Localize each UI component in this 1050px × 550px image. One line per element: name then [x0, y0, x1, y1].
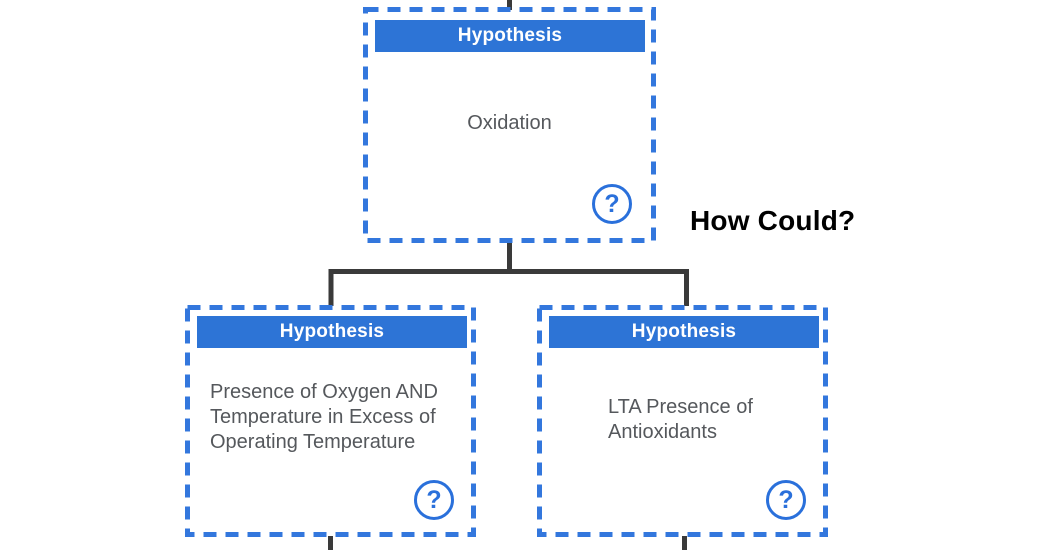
node-header: Hypothesis	[375, 20, 645, 52]
left-node-border	[185, 305, 476, 537]
help-icon[interactable]: ?	[766, 480, 806, 520]
node-body: LTA Presence of Antioxidants	[608, 395, 823, 445]
how-could-annotation: How Could?	[690, 205, 856, 236]
node-body-line: Antioxidants	[608, 421, 717, 443]
node-body-line: Oxidation	[467, 112, 552, 134]
node-body-line: Operating Temperature	[210, 431, 416, 453]
node-header-label: Hypothesis	[631, 321, 737, 342]
node-body-line: Presence of Oxygen AND	[210, 381, 438, 403]
node-header-label: Hypothesis	[457, 25, 563, 46]
branch-connector	[328, 240, 689, 306]
node-body: Presence of Oxygen AND Temperature in Ex…	[210, 380, 468, 455]
question-mark-glyph: ?	[778, 485, 794, 514]
help-icon[interactable]: ?	[414, 480, 454, 520]
node-header-label: Hypothesis	[279, 321, 385, 342]
node-body: Oxidation	[363, 111, 656, 136]
node-header: Hypothesis	[549, 316, 819, 348]
root-node-border	[363, 7, 656, 243]
node-header: Hypothesis	[197, 316, 467, 348]
node-body-line: LTA Presence of	[608, 396, 753, 418]
hypothesis-node-left[interactable]: Hypothesis Presence of Oxygen AND Temper…	[185, 305, 476, 537]
hypothesis-node-right[interactable]: Hypothesis LTA Presence of Antioxidants …	[537, 305, 828, 537]
help-icon[interactable]: ?	[592, 184, 632, 224]
question-mark-glyph: ?	[426, 485, 442, 514]
question-mark-glyph: ?	[604, 189, 620, 218]
node-body-line: Temperature in Excess of	[210, 406, 436, 428]
hypothesis-node-root[interactable]: Hypothesis Oxidation ?	[363, 7, 656, 243]
right-node-border	[537, 305, 828, 537]
